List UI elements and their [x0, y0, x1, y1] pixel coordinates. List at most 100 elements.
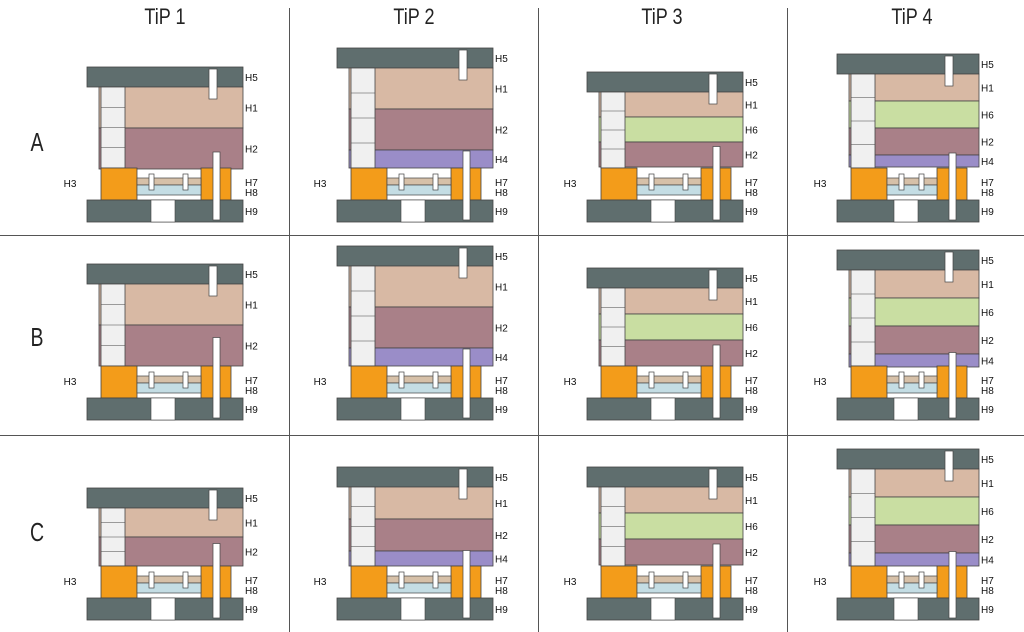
label-h7: H7: [981, 178, 994, 189]
ejector-hole: [893, 397, 919, 421]
label-h3: H3: [64, 179, 77, 190]
ejector-hole: [893, 597, 919, 621]
ejector-hole: [650, 199, 676, 223]
ejector-retainer-plate: [886, 582, 938, 594]
label-h9: H9: [495, 605, 508, 616]
ejector-screw: [398, 173, 405, 191]
label-h8: H8: [245, 188, 258, 199]
label-h3: H3: [814, 377, 827, 388]
label-h8: H8: [981, 386, 994, 397]
ejector-hole: [400, 397, 426, 421]
label-h1: H1: [245, 301, 258, 312]
ejector-hole: [893, 199, 919, 223]
label-h9: H9: [745, 207, 758, 218]
label-h1: H1: [495, 499, 508, 510]
spacer-block-left: [100, 167, 138, 201]
ejector-screw: [682, 371, 689, 389]
ejector-screw: [148, 371, 155, 389]
label-h5: H5: [495, 252, 508, 263]
label-h2: H2: [981, 336, 994, 347]
ejector-screw: [918, 173, 925, 191]
label-h5: H5: [495, 54, 508, 65]
clamp-bolt: [944, 55, 954, 87]
label-h7: H7: [745, 576, 758, 587]
ejector-screw: [918, 371, 925, 389]
ejector-retainer-plate: [136, 382, 202, 394]
ejector-screw: [432, 571, 439, 589]
label-h4: H4: [981, 157, 994, 168]
ejector-screw: [432, 173, 439, 191]
ejector-screw: [918, 571, 925, 589]
return-pin: [212, 543, 221, 619]
label-h2: H2: [981, 138, 994, 149]
label-h5: H5: [745, 78, 758, 89]
label-h3: H3: [814, 577, 827, 588]
return-pin: [712, 344, 721, 419]
label-h7: H7: [245, 576, 258, 587]
label-h3: H3: [814, 179, 827, 190]
ejector-retainer-plate: [636, 184, 702, 196]
label-h9: H9: [981, 405, 994, 416]
label-h7: H7: [495, 576, 508, 587]
label-h6: H6: [745, 522, 758, 533]
ejector-screw: [648, 371, 655, 389]
spacer-block-left: [350, 167, 388, 201]
label-h1: H1: [981, 84, 994, 95]
label-h1: H1: [245, 519, 258, 530]
label-h2: H2: [245, 342, 258, 353]
ejector-screw: [648, 571, 655, 589]
spacer-block-left: [100, 565, 138, 599]
spacer-block-left: [350, 365, 388, 399]
return-pin: [712, 146, 721, 221]
label-h1: H1: [495, 85, 508, 96]
row-label-b: B: [30, 322, 44, 352]
ejector-screw: [148, 173, 155, 191]
clamp-bolt: [458, 247, 468, 279]
return-pin: [212, 337, 221, 419]
row-label-a: A: [30, 127, 44, 157]
ejector-hole: [650, 397, 676, 421]
return-pin: [948, 551, 957, 619]
column-header-tip-4: TiP 4: [891, 4, 933, 29]
label-h6: H6: [981, 308, 994, 319]
label-h6: H6: [745, 126, 758, 137]
plate-h5: [836, 448, 980, 470]
label-h4: H4: [981, 357, 994, 368]
label-h2: H2: [981, 535, 994, 546]
label-h6: H6: [745, 323, 758, 334]
plate-h4: [848, 552, 980, 567]
ejector-screw: [398, 371, 405, 389]
label-h3: H3: [564, 377, 577, 388]
ejector-retainer-plate: [386, 582, 452, 594]
label-h2: H2: [745, 349, 758, 360]
label-h8: H8: [745, 188, 758, 199]
column-divider: [289, 8, 290, 632]
ejector-screw: [182, 371, 189, 389]
return-pin: [948, 352, 957, 419]
label-h8: H8: [245, 586, 258, 597]
ejector-screw: [182, 571, 189, 589]
label-h5: H5: [981, 455, 994, 466]
label-h7: H7: [495, 376, 508, 387]
label-h1: H1: [981, 479, 994, 490]
label-h8: H8: [495, 386, 508, 397]
label-h9: H9: [981, 605, 994, 616]
label-h3: H3: [564, 577, 577, 588]
clamp-bolt: [944, 450, 954, 482]
clamp-bolt: [208, 489, 218, 521]
ejector-screw: [148, 571, 155, 589]
plate-h4: [348, 149, 494, 169]
ejector-screw: [432, 371, 439, 389]
label-h5: H5: [495, 473, 508, 484]
label-h9: H9: [981, 207, 994, 218]
plate-h4: [848, 154, 980, 168]
label-h1: H1: [981, 280, 994, 291]
label-h9: H9: [495, 405, 508, 416]
label-h8: H8: [981, 586, 994, 597]
column-divider: [538, 8, 539, 632]
ejector-retainer-plate: [886, 382, 938, 394]
label-h2: H2: [745, 548, 758, 559]
